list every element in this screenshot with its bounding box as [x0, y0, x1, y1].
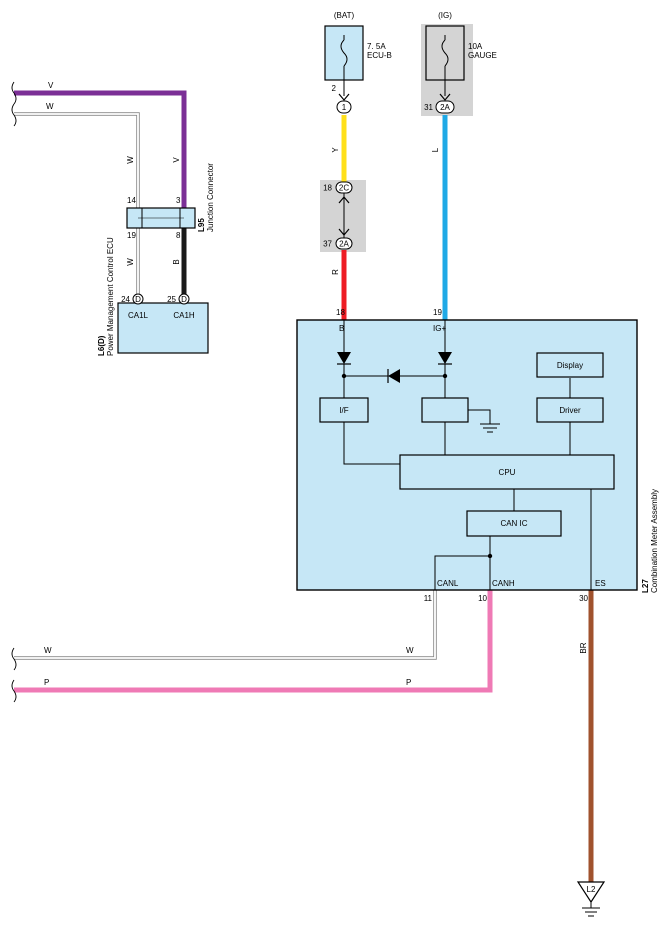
ig-connector-pin: 31	[424, 103, 433, 112]
w-wire-can-core	[14, 590, 436, 659]
p-can-label-right: P	[406, 678, 411, 687]
ecu-code: L6(D)	[97, 335, 106, 356]
meter-pin-canh-num: 10	[478, 594, 487, 603]
v-wire-label-vert: V	[172, 157, 181, 163]
junction-dot-can	[487, 553, 493, 559]
v-wire	[14, 90, 187, 208]
ecu-connector-24	[132, 293, 144, 305]
meter-pin-ig: IG+	[433, 324, 446, 333]
meter-pin-b-num: 18	[336, 308, 345, 317]
cpu-label: CPU	[499, 468, 516, 477]
can-ic-block	[466, 510, 562, 537]
w-wire-can	[14, 590, 437, 660]
meter-name: Combination Meter Assembly	[650, 489, 659, 593]
ig-fuse-name: GAUGE	[468, 51, 497, 60]
junction-pin-8: 8	[176, 231, 181, 240]
cpu-block	[399, 454, 615, 490]
ig-fuse-icon	[441, 39, 449, 67]
ig-arrow-icon	[439, 93, 451, 101]
junction-dot-b	[341, 373, 347, 379]
ground-code: L2	[587, 885, 596, 894]
ecu-pin-25: 25	[167, 295, 176, 304]
bat-source-label: (BAT)	[334, 11, 355, 20]
p-wire-can	[14, 590, 493, 693]
v-wire-label-top: V	[48, 81, 54, 90]
bat-fuse-name: ECU-B	[367, 51, 392, 60]
bat-fuse-pin: 2	[332, 84, 337, 93]
connector-2c-pin: 18	[323, 184, 332, 193]
br-wire-label: BR	[579, 642, 588, 653]
ecu-connector-24-code: D	[135, 295, 141, 304]
ecu-box	[117, 302, 209, 354]
ig-source-label: (IG)	[438, 11, 452, 20]
diode-ig-icon	[438, 352, 452, 364]
meter-pin-canh: CANH	[492, 579, 515, 588]
ecu-connector-25	[178, 293, 190, 305]
bat-connector-1-code: 1	[342, 103, 347, 112]
wire-break-marks	[11, 81, 17, 703]
diode-b-icon	[337, 352, 351, 364]
ecu-label-ca1l: CA1L	[128, 311, 149, 320]
l-wire-label: L	[431, 147, 440, 152]
display-label: Display	[557, 361, 583, 370]
connector-2c-arrow-up-icon	[338, 196, 350, 204]
can-ic-label: CAN IC	[500, 519, 527, 528]
w-wire-label-lower: W	[126, 258, 135, 266]
junction-pin-19: 19	[127, 231, 136, 240]
ecu-pin-24: 24	[121, 295, 130, 304]
if-label: I/F	[339, 406, 348, 415]
w-can-label-right: W	[406, 646, 414, 655]
meter-pin-ig-num: 19	[433, 308, 442, 317]
driver-block	[536, 397, 604, 423]
junction-code: L95	[197, 218, 206, 232]
meter-code: L27	[641, 579, 650, 593]
connector-2a-code: 2A	[339, 240, 349, 249]
if-block	[319, 397, 369, 423]
w-can-label-left: W	[44, 646, 52, 655]
y-wire-label: Y	[331, 147, 340, 153]
meter-pin-es: ES	[595, 579, 606, 588]
bat-connector-1	[336, 100, 352, 114]
diode-mid-icon	[388, 369, 400, 383]
connector-2a-pin: 37	[323, 240, 332, 249]
junction-pin-3: 3	[176, 196, 181, 205]
ground-icon	[582, 902, 600, 917]
bat-fuse-rating: 7. 5A	[367, 42, 386, 51]
ig-connector-2a-code: 2A	[440, 103, 450, 112]
ground-triangle-icon	[576, 881, 606, 904]
junction-dot-ig	[442, 373, 448, 379]
w-wire-top-core	[14, 113, 139, 208]
meter-pin-canl: CANL	[437, 579, 459, 588]
junction-name: Junction Connector	[206, 163, 215, 232]
bat-arrow-icon	[338, 93, 350, 101]
connector-2a	[335, 237, 353, 250]
r-wire-label: R	[331, 269, 340, 275]
display-block	[536, 352, 604, 378]
connector-2c-code: 2C	[339, 184, 349, 193]
bat-fuse-icon	[340, 39, 348, 67]
meter-pin-es-num: 30	[579, 594, 588, 603]
ecu-name: Power Management Control ECU	[106, 237, 115, 356]
ig-connector-2a	[435, 100, 455, 114]
w-wire-top	[14, 112, 140, 208]
p-can-label-left: P	[44, 678, 49, 687]
ecu-connector-25-code: D	[181, 295, 187, 304]
ecu-label-ca1h: CA1H	[173, 311, 195, 320]
w-wire-label-top: W	[46, 102, 54, 111]
meter-internal-wiring	[343, 320, 592, 590]
meter-pin-canl-num: 11	[424, 594, 433, 603]
connector-2a-arrow-down-icon	[338, 228, 350, 236]
meter-pin-b: B	[339, 324, 344, 333]
b-wire-label: B	[172, 259, 181, 264]
junction-pin-14: 14	[127, 196, 136, 205]
driver-label: Driver	[559, 406, 581, 415]
w-wire-label-vert: W	[126, 156, 135, 164]
ig-fuse-rating: 10A	[468, 42, 483, 51]
regulator-block	[421, 397, 469, 423]
